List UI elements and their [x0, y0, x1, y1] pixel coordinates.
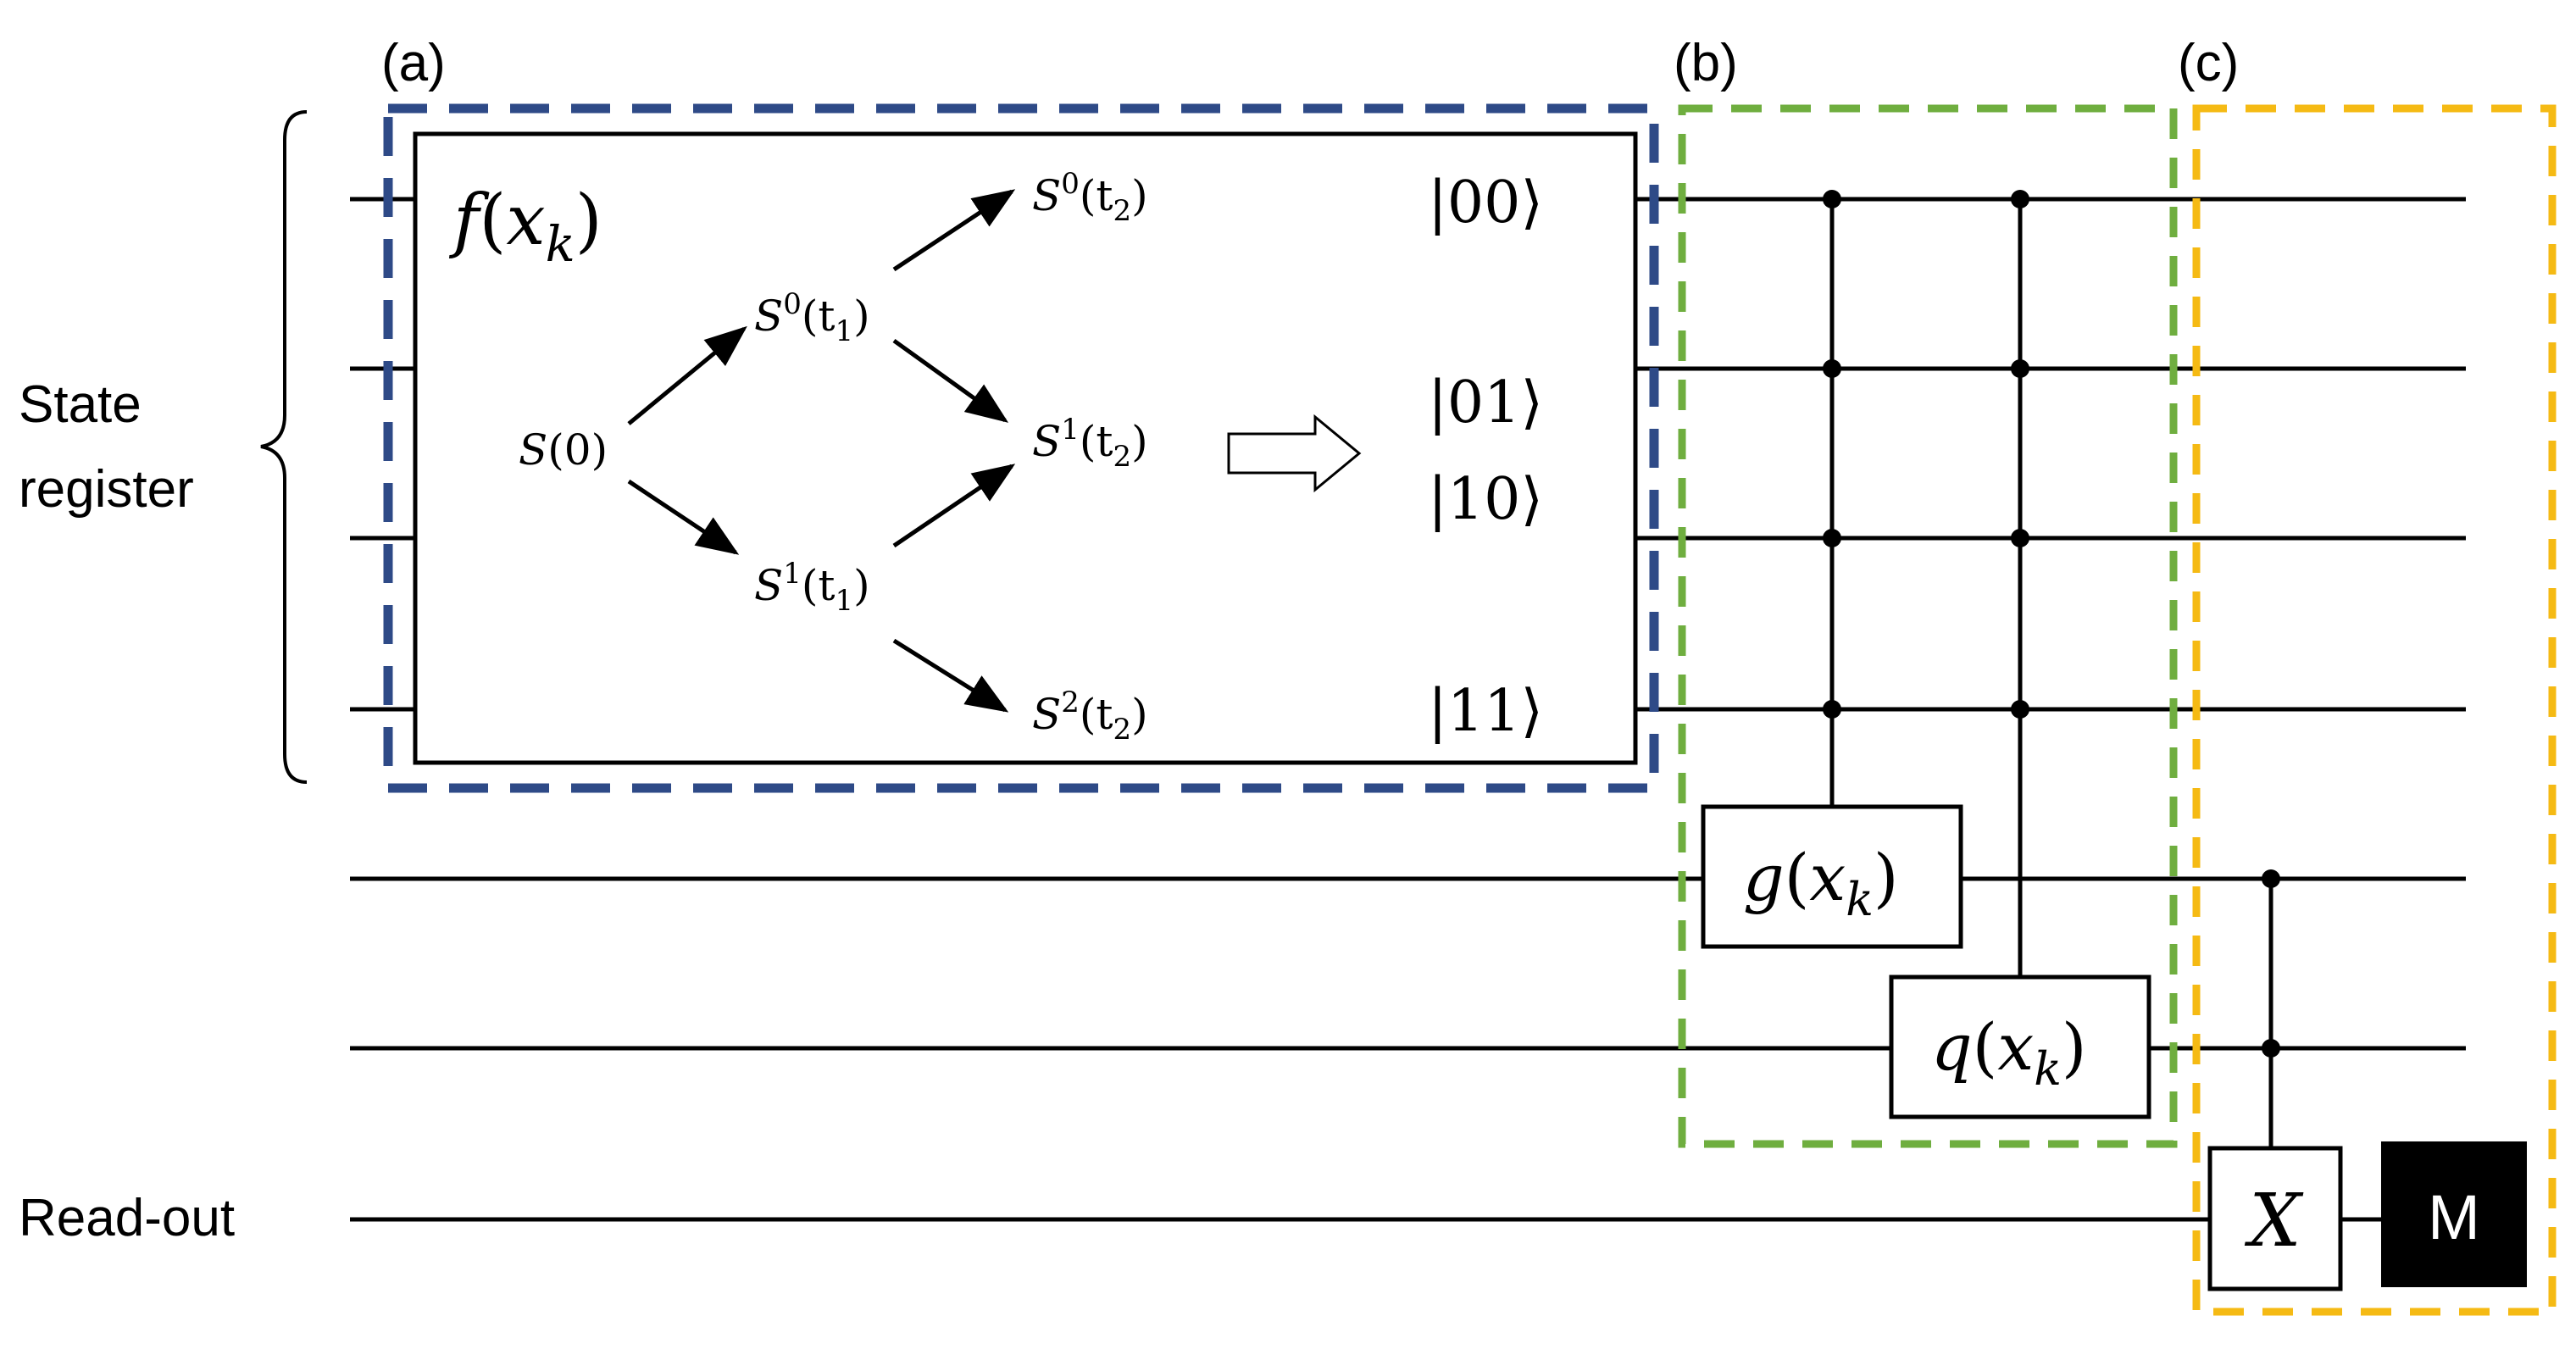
tree-arrow-t1-lower-to-t2-mid: [892, 464, 1016, 548]
control-dot-q-1: [2011, 190, 2029, 208]
state-register-label-line1: State: [19, 375, 142, 434]
control-dot-g-1: [1823, 190, 1841, 208]
gate-q-box: [1889, 975, 2151, 1119]
gate-x-label: X: [2244, 1179, 2304, 1263]
tree-arrows: [627, 189, 1016, 713]
state-register-brace: [260, 110, 308, 784]
ket-01: |01⟩: [1428, 369, 1543, 436]
readout-label: Read-out: [19, 1189, 235, 1247]
tree-arrow-root-to-t1-upper: [627, 325, 747, 425]
control-dot-g-2: [1823, 359, 1841, 378]
panel-label-b: (b): [1674, 34, 1738, 92]
tree-arrow-t1-lower-to-t2-bot: [892, 638, 1009, 713]
tree-node-t1-upper: S0(t1): [754, 287, 870, 348]
block-c: X M: [2192, 104, 2557, 1316]
ket-11: |11⟩: [1428, 678, 1543, 745]
gate-x-box: [2207, 1146, 2343, 1291]
control-dot-q-4: [2011, 700, 2029, 719]
block-a-dashed-border: [383, 103, 1659, 793]
tree-arrow-t1-upper-to-t2-top: [892, 189, 1016, 272]
tree-arrow-t1-upper-to-t2-mid: [892, 338, 1009, 423]
panel-label-a: (a): [381, 34, 446, 92]
state-register-label-line2: register: [19, 460, 194, 519]
control-dot-x-1: [2262, 869, 2280, 888]
block-b: g(xk) q(xk): [1678, 104, 2178, 1148]
gate-g-box: [1701, 804, 1963, 949]
tree-arrow-root-to-t1-lower: [627, 479, 740, 555]
control-dot-g-4: [1823, 700, 1841, 719]
tree-node-t2-top: S0(t2): [1032, 167, 1148, 228]
mapping-arrow-icon: [1227, 414, 1362, 493]
block-b-dashed-border: [1678, 104, 2178, 1148]
tree-node-t2-mid: S1(t2): [1032, 413, 1148, 474]
panel-label-c: (c): [2178, 34, 2239, 92]
ket-10: |10⟩: [1428, 466, 1543, 533]
gate-g-label: g(xk): [1743, 840, 1899, 926]
measure-box: [2381, 1141, 2527, 1287]
block-a: f(xk) S(0) S0(t1) S1(t1) S0(t2) S1(t2) S…: [383, 103, 1659, 793]
tree-node-root: S(0): [519, 425, 608, 475]
f-operator-box: [413, 131, 1638, 765]
control-dot-q-2: [2011, 359, 2029, 378]
ket-00: |00⟩: [1428, 169, 1543, 236]
control-dot-q-3: [2011, 529, 2029, 547]
f-operator-label: f(xk): [448, 180, 602, 273]
control-dot-g-3: [1823, 529, 1841, 547]
measure-label: M: [2428, 1182, 2480, 1252]
control-dot-x-2: [2262, 1039, 2280, 1058]
tree-node-t2-bot: S2(t2): [1032, 686, 1148, 747]
block-c-dashed-border: [2192, 104, 2557, 1316]
tree-node-t1-lower: S1(t1): [754, 557, 870, 618]
gate-q-label: q(xk): [1931, 1009, 2087, 1096]
